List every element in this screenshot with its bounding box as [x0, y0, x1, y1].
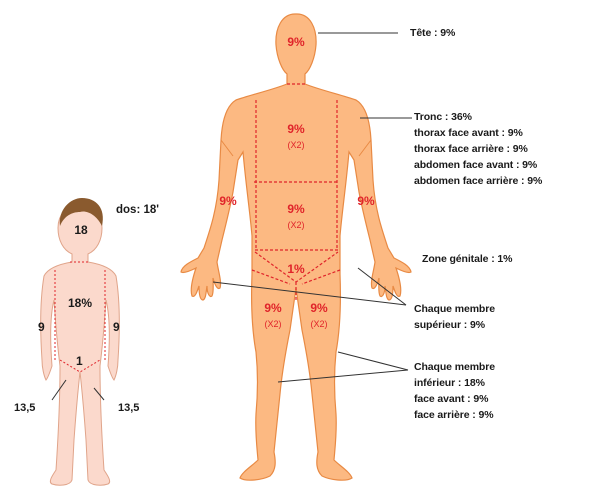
adult-thorax-mult: (X2)	[280, 138, 312, 152]
label-membre-inf: face avant : 9%	[414, 392, 488, 407]
adult-leg-left-pct: 9%	[258, 301, 288, 315]
adult-leg-right-pct: 9%	[304, 301, 334, 315]
label-tete: Tête : 9%	[410, 26, 455, 41]
child-arm-left-pct: 9	[38, 320, 45, 334]
label-membre-sup: supérieur : 9%	[414, 318, 485, 333]
label-membre-sup: Chaque membre	[414, 302, 495, 317]
adult-arm-right-pct: 9%	[350, 194, 382, 208]
child-figure	[41, 198, 120, 485]
adult-leg-right-mult: (X2)	[304, 317, 334, 331]
child-head-pct: 18	[68, 223, 94, 237]
adult-leg-left-mult: (X2)	[258, 317, 288, 331]
label-membre-inf: face arrière : 9%	[414, 408, 493, 423]
label-tronc-item: abdomen face arrière : 9%	[414, 174, 542, 189]
label-tronc-item: thorax face arrière : 9%	[414, 142, 528, 157]
child-body-silhouette	[41, 205, 120, 485]
adult-body-silhouette	[181, 14, 411, 480]
label-zone-genitale: Zone génitale : 1%	[422, 252, 512, 267]
adult-abdomen-pct: 9%	[280, 202, 312, 216]
child-leg-right-pct: 13,5	[118, 402, 139, 414]
child-genital-pct: 1	[76, 354, 83, 368]
label-tronc-item: thorax face avant : 9%	[414, 126, 523, 141]
adult-figure	[181, 14, 411, 480]
adult-genital-pct: 1%	[282, 262, 310, 276]
label-tronc-item: abdomen face avant : 9%	[414, 158, 537, 173]
adult-thorax-pct: 9%	[280, 122, 312, 136]
adult-abdomen-mult: (X2)	[280, 218, 312, 232]
child-arm-right-pct: 9	[113, 320, 120, 334]
label-membre-inf: Chaque membre	[414, 360, 495, 375]
child-back-label: dos: 18'	[116, 204, 159, 216]
adult-arm-left-pct: 9%	[212, 194, 244, 208]
child-trunk-pct: 18%	[62, 296, 98, 310]
label-tronc: Tronc : 36%	[414, 110, 472, 125]
child-leg-left-pct: 13,5	[14, 402, 35, 414]
leader-lines	[52, 33, 412, 400]
adult-head-pct: 9%	[280, 35, 312, 49]
label-membre-inf: inférieur : 18%	[414, 376, 485, 391]
